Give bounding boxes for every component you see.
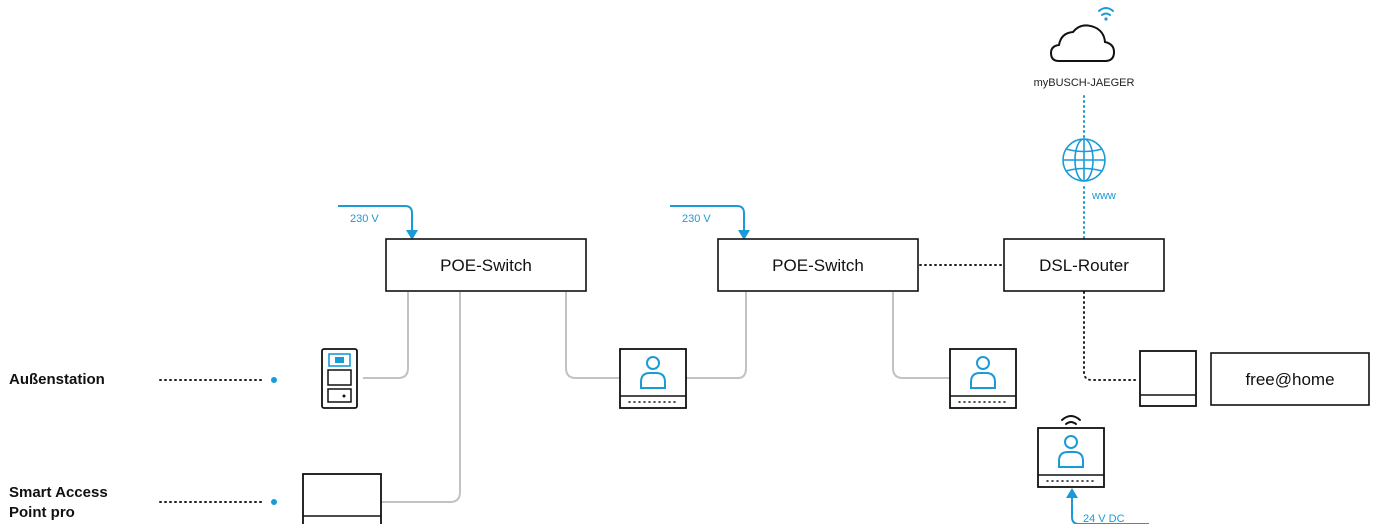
- dsl-router[interactable]: DSL-Router: [1003, 238, 1165, 292]
- switch2-power-label: 230 V: [682, 213, 711, 225]
- cable-switch1-accesspoint: [381, 292, 461, 503]
- switch1-label: POE-Switch: [440, 256, 532, 275]
- power-arrowhead-wifi-panel: [1066, 488, 1078, 498]
- router-label: DSL-Router: [1039, 256, 1129, 275]
- power-arrows: 230 V 230 V 24 V DC: [338, 205, 1149, 524]
- sysap-device-icon: [1139, 350, 1197, 407]
- cable-switch1-outdoor: [363, 292, 409, 379]
- dotted-links: [159, 94, 1139, 505]
- switch1-power-label: 230 V: [350, 213, 379, 225]
- cable-switch2-panel2: [892, 292, 949, 379]
- access-point-device-icon: [302, 473, 382, 524]
- globe-icon: [1062, 138, 1106, 182]
- switch-2[interactable]: POE-Switch: [717, 238, 919, 292]
- power-arrow-switch2: [670, 205, 745, 234]
- wifi-indoor-panel-icon: [1037, 415, 1105, 488]
- link-outdoor-dot: [271, 377, 277, 383]
- access-point-label-line2: Point pro: [9, 504, 75, 521]
- power-arrowhead-switch2: [738, 230, 750, 240]
- link-accesspoint-dot: [271, 499, 277, 505]
- indoor-panel-1-icon: [619, 348, 687, 409]
- power-arrowhead-switch1: [406, 230, 418, 240]
- access-point-label-line1: Smart Access: [9, 484, 108, 501]
- power-arrow-switch1: [338, 205, 413, 234]
- outdoor-station-label: Außenstation: [9, 371, 105, 388]
- cable-switch1-panel1: [565, 292, 619, 379]
- outdoor-station-icon: [321, 348, 358, 409]
- switch2-label: POE-Switch: [772, 256, 864, 275]
- freeathome-label: free@home: [1245, 370, 1334, 389]
- indoor-panel-2-icon: [949, 348, 1017, 409]
- cables: [363, 292, 949, 503]
- cloud-wifi-icon: [1049, 7, 1116, 62]
- cloud-label: myBUSCH-JAEGER: [1034, 77, 1135, 89]
- link-router-freeathome: [1083, 291, 1139, 381]
- switch-1[interactable]: POE-Switch: [385, 238, 587, 292]
- wifi-panel-power-label: 24 V DC: [1083, 513, 1125, 524]
- www-label: www: [1091, 190, 1116, 202]
- freeathome-box[interactable]: free@home: [1210, 352, 1370, 406]
- cable-panel1-switch2: [686, 292, 747, 379]
